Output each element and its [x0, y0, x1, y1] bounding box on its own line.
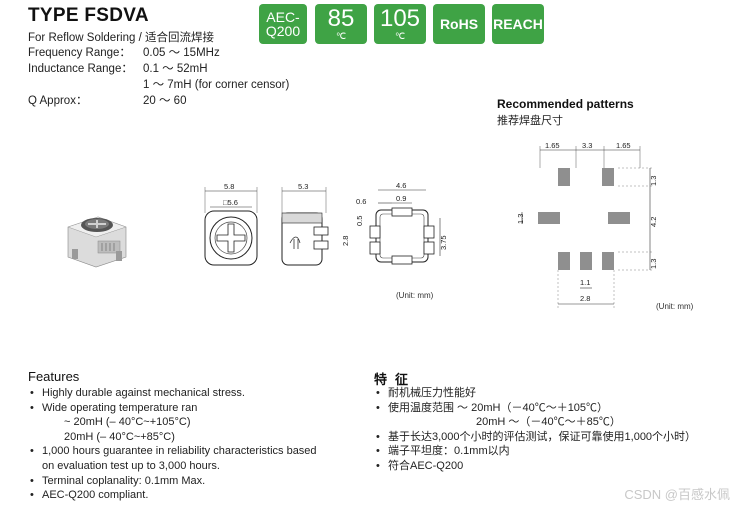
features-en-item: Highly durable against mechanical stress… [28, 386, 317, 401]
features-cn-item: 端子平坦度：0.1mm以内 [374, 444, 696, 459]
badge-85-value: 85 [327, 5, 355, 32]
side-view-drawing: 5.3 [281, 182, 329, 266]
pattern-dim-right-mid: 4.2 [649, 217, 658, 227]
badge-rohs: RoHS [433, 4, 485, 44]
features-cn-item: 使用温度范围 ～ 20mH（－40℃～＋105℃） [374, 401, 696, 416]
features-en-list: Highly durable against mechanical stress… [28, 386, 317, 503]
dim-top-inner: □5.6 [223, 198, 238, 207]
watermark: CSDN @百感水佩 [624, 487, 730, 502]
badge-aec-line2: Q200 [265, 23, 301, 39]
pattern-dim-right-bot: 1.3 [649, 259, 658, 269]
product-photo [67, 216, 127, 268]
top-view-drawing: 5.8 □5.6 [204, 182, 258, 266]
features-en-item: 20mH (– 40°C~+85°C) [64, 430, 175, 443]
features-en-heading: Features [28, 369, 80, 384]
pattern-dim-top-right: 1.65 [616, 141, 631, 150]
dim-end-05: 0.5 [355, 216, 364, 226]
badge-aec-q200: AEC- Q200 [259, 4, 307, 44]
pattern-dim-top-left: 1.65 [545, 141, 560, 150]
spec-frequency-label: Frequency Range： [28, 47, 131, 59]
patterns-drawing: 1.65 3.3 1.65 1.3 4.2 1.3 1.3 1.1 2.8 [516, 141, 658, 308]
dim-end-total: 4.6 [396, 181, 406, 190]
features-en-item: AEC-Q200 compliant. [28, 488, 317, 503]
product-title: TYPE FSDVA [28, 5, 149, 26]
spec-q-label: Q Approx： [28, 95, 88, 107]
pattern-dim-bot-total: 2.8 [580, 294, 590, 303]
pattern-dim-bot-inner: 1.1 [580, 278, 590, 287]
dim-top-width: 5.8 [224, 182, 234, 191]
dim-end-06: 0.6 [356, 197, 366, 206]
spec-q-value: 20 ～ 60 [143, 95, 187, 107]
pattern-dim-right-top: 1.3 [649, 176, 658, 186]
features-cn-item: 基于长达3,000个小时的评估测试，保证可靠使用1,000个小时） [374, 430, 696, 445]
pattern-dim-left-mid: 1.3 [516, 214, 525, 224]
badge-105-unit: ℃ [394, 31, 406, 41]
end-view-drawing: 4.6 0.6 0.9 0.5 2.8 3.75 [341, 181, 448, 265]
dim-end-09: 0.9 [396, 194, 406, 203]
badge-85c: 85 ℃ [315, 4, 367, 44]
features-en-item: Terminal coplanality: 0.1mm Max. [28, 474, 317, 489]
dim-side-width: 5.3 [298, 182, 308, 191]
features-cn-item: 20mH ～（－40℃～＋85℃） [476, 416, 621, 429]
pattern-dim-top-mid: 3.3 [582, 141, 592, 150]
spec-inductance-label: Inductance Range： [28, 63, 133, 75]
features-cn-heading: 特征 [374, 372, 417, 387]
features-en-item: Wide operating temperature ran [28, 401, 317, 416]
patterns-title: Recommended patterns [497, 97, 634, 111]
features-en-item: 1,000 hours guarantee in reliability cha… [28, 444, 317, 459]
spec-inductance-value: 0.1 ～ 52mH [143, 63, 208, 75]
patterns-unit-note: (Unit: mm) [656, 302, 694, 311]
badge-reach: REACH [492, 4, 544, 44]
spec-inductance-corner: 1 ～ 7mH (for corner censor) [143, 79, 290, 91]
features-cn-list: 耐机械压力性能好 使用温度范围 ～ 20mH（－40℃～＋105℃） 20mH … [374, 386, 696, 474]
badge-reach-label: REACH [493, 16, 543, 32]
badge-rohs-label: RoHS [439, 16, 479, 32]
badge-105-value: 105 [379, 5, 421, 32]
dim-end-28: 2.8 [341, 236, 350, 246]
patterns-subtitle: 推荐焊盘尺寸 [497, 115, 563, 127]
spec-reflow: For Reflow Soldering / 适合回流焊接 [28, 32, 214, 44]
badge-aec-line1: AEC- [266, 9, 300, 25]
badge-85-unit: ℃ [335, 31, 347, 41]
drawing-unit-note: (Unit: mm) [396, 291, 434, 300]
features-en-item: ~ 20mH (– 40°C~+105°C) [64, 416, 191, 429]
features-en-item: on evaluation test up to 3,000 hours. [42, 459, 220, 472]
spec-frequency-value: 0.05 ～ 15MHz [143, 47, 220, 59]
features-cn-item: 耐机械压力性能好 [374, 386, 696, 401]
features-cn-item: 符合AEC-Q200 [374, 459, 696, 474]
dim-end-375: 3.75 [439, 235, 448, 250]
badge-105c: 105 ℃ [374, 4, 426, 44]
